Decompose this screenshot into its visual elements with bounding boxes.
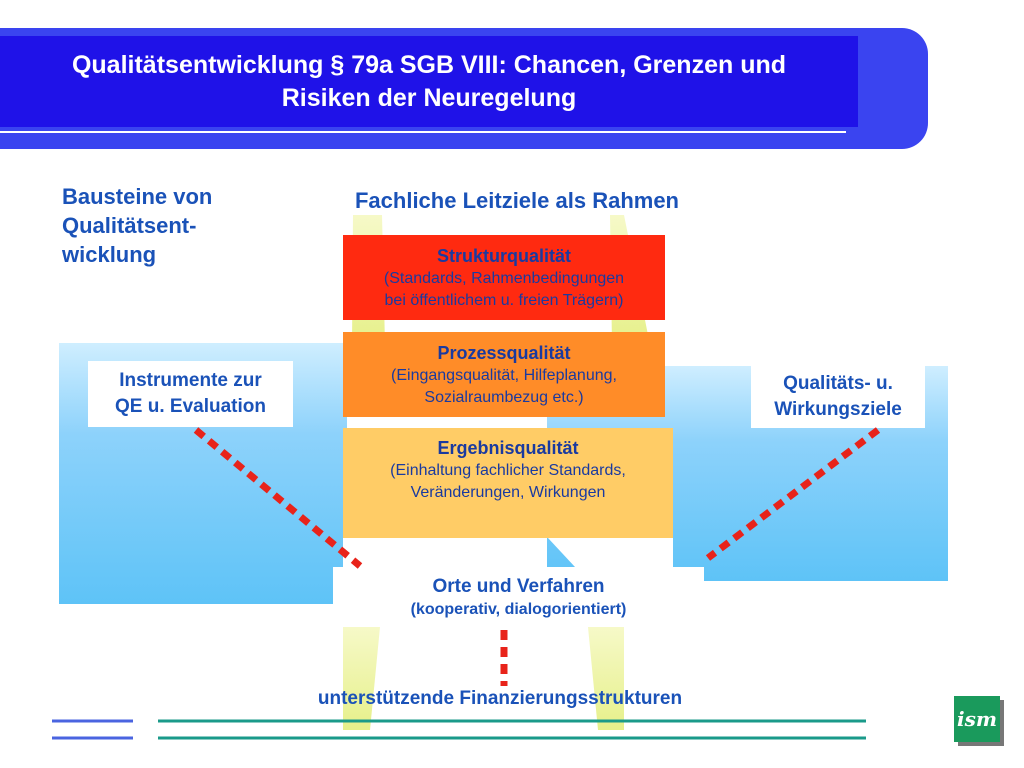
places-procedures-title: Orte und Verfahren: [432, 575, 605, 597]
page-title-line2: Risiken der Neuregelung: [281, 83, 577, 112]
process-quality-box: Prozessqualität (Eingangsqualität, Hilfe…: [343, 332, 665, 417]
financing-label: unterstützende Finanzierungsstrukturen: [317, 688, 683, 709]
structure-quality-box: Strukturqualität (Standards, Rahmenbedin…: [343, 235, 665, 320]
instruments-box: Instrumente zur QE u. Evaluation: [88, 361, 293, 427]
page-title-line1: Qualitätsentwicklung § 79a SGB VIII: Cha…: [71, 50, 787, 79]
dotted-connector-left: [193, 427, 363, 569]
hourglass-mid-left: [343, 538, 420, 567]
outcome-quality-title: Ergebnisqualität: [437, 438, 579, 458]
frame-heading: Fachliche Leitziele als Rahmen: [354, 188, 679, 213]
hourglass-bottom-right: [588, 627, 624, 730]
hourglass-mid-right: [548, 538, 673, 567]
hourglass-bottom-left: [343, 627, 380, 730]
header-title-panel: [0, 36, 858, 127]
structure-quality-title: Strukturqualität: [436, 245, 571, 266]
header-underline: [0, 131, 846, 133]
places-procedures-subtitle: (kooperativ, dialogorientiert): [410, 600, 627, 618]
building-blocks-heading: Bausteine von Qualitätsent- wicklung: [62, 184, 213, 267]
page-title: Qualitätsentwicklung § 79a SGB VIII: Cha…: [0, 36, 858, 127]
outcome-quality-box: Ergebnisqualität (Einhaltung fachlicher …: [343, 428, 673, 538]
ism-logo: ism: [954, 696, 1000, 742]
dotted-connector-right: [705, 427, 881, 561]
process-quality-title: Prozessqualität: [437, 342, 571, 363]
places-procedures-box: Orte und Verfahren (kooperativ, dialogor…: [333, 567, 704, 627]
quality-goals-box: Qualitäts- u. Wirkungsziele: [751, 366, 925, 428]
